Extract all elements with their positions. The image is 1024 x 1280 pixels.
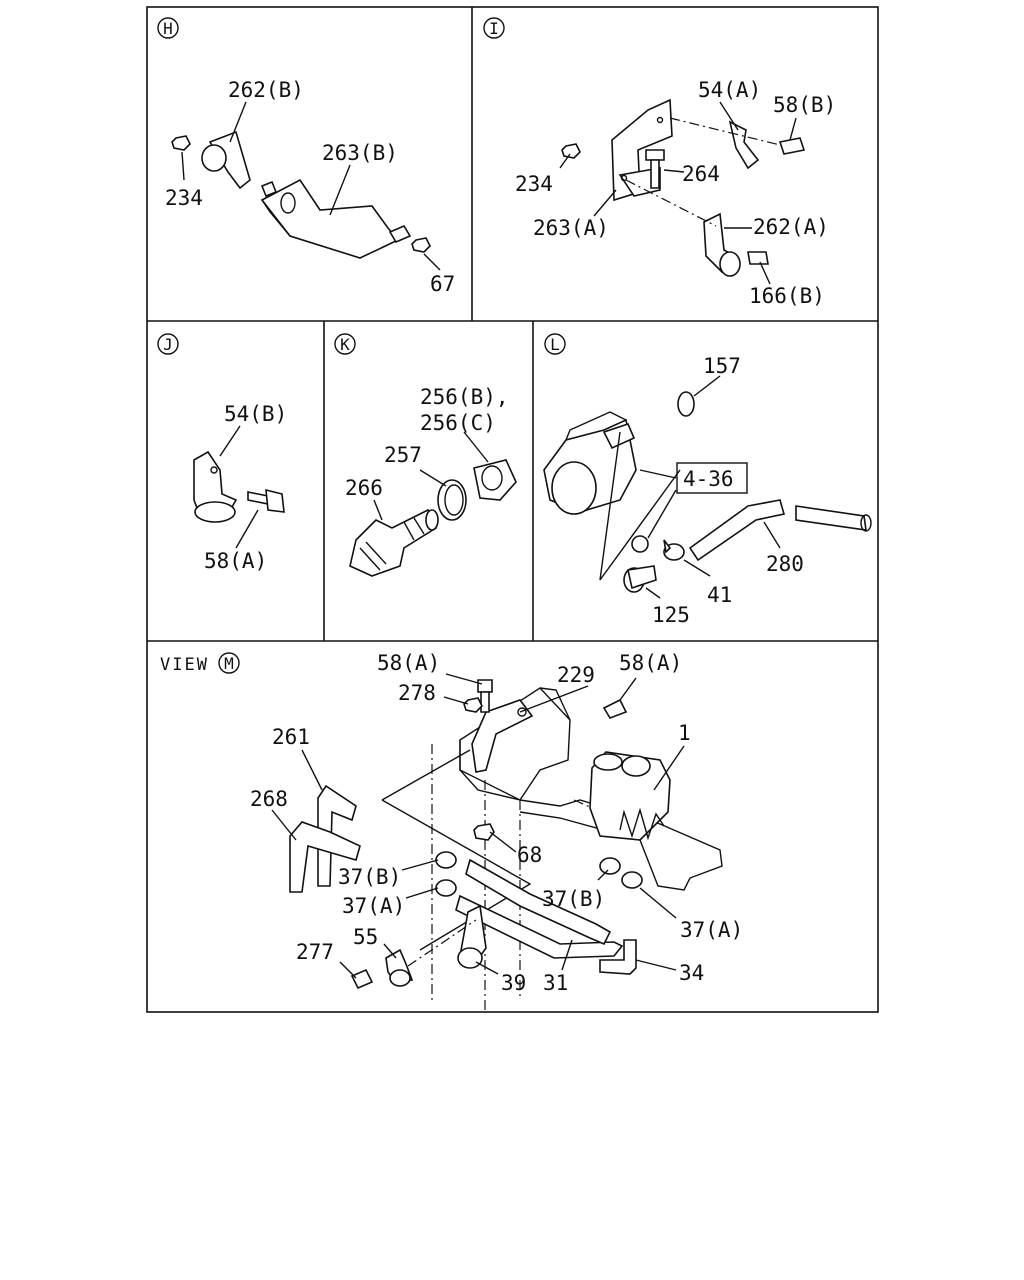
label-261: 261	[272, 725, 310, 749]
panel-m-marker-text: M	[224, 654, 234, 673]
panel-h-marker-text: H	[163, 19, 173, 38]
panel-h: H 262(B) 263(B) 234 67	[157, 17, 455, 296]
bracket-263a	[611, 98, 673, 202]
clamp-37a-left	[435, 879, 457, 897]
bolt-58a-j	[247, 488, 285, 513]
nozzle-part	[631, 535, 649, 553]
panel-j-marker: J	[157, 333, 179, 355]
label-39: 39	[501, 971, 526, 995]
label-58a-m1: 58(A)	[377, 651, 440, 675]
clamp-41	[663, 539, 685, 561]
label-31: 31	[543, 971, 568, 995]
nut-234-h	[171, 135, 191, 151]
label-268: 268	[250, 787, 288, 811]
panel-l-marker: L	[544, 333, 566, 355]
label-58a-j: 58(A)	[204, 549, 267, 573]
clamp-54b	[193, 450, 238, 523]
panel-l: L	[543, 333, 872, 627]
panel-j: J 54(B) 58(A)	[157, 333, 287, 573]
bolt-264	[645, 149, 665, 189]
clamp-37b-right	[599, 857, 621, 875]
label-157: 157	[703, 354, 741, 378]
bolt-277	[350, 968, 374, 990]
label-37b-left: 37(B)	[338, 865, 401, 889]
label-263b: 263(B)	[322, 141, 398, 165]
pipe-34	[465, 858, 637, 975]
label-67: 67	[430, 272, 455, 296]
nut-68	[473, 823, 495, 841]
clamp-37b-left	[435, 851, 457, 869]
label-68: 68	[517, 843, 542, 867]
label-34: 34	[679, 961, 704, 985]
nut-256	[473, 459, 517, 501]
label-37b-right: 37(B)	[542, 887, 605, 911]
hose-280	[688, 499, 872, 562]
label-41: 41	[707, 583, 732, 607]
bolt-58b	[778, 137, 806, 155]
fitting-125	[623, 565, 657, 593]
bolt-166b	[747, 251, 769, 265]
fitting-266	[349, 508, 439, 577]
panel-view-m: VIEW M	[160, 651, 743, 1010]
nut-234-i	[561, 143, 581, 159]
panel-i-marker-text: I	[489, 19, 499, 38]
panel-k: K 256(B), 256(C) 257 266	[334, 333, 517, 577]
label-278: 278	[398, 681, 436, 705]
label-257: 257	[384, 443, 422, 467]
clamp-262a	[703, 212, 741, 277]
pipe-261	[317, 784, 357, 887]
snap-ring-257	[437, 479, 467, 521]
label-234-h: 234	[165, 186, 203, 210]
bolt-58a-m2	[602, 698, 628, 719]
label-264: 264	[682, 162, 720, 186]
clip-55	[385, 948, 414, 987]
panel-i-marker: I	[483, 17, 505, 39]
panel-l-marker-text: L	[550, 335, 560, 354]
label-55: 55	[353, 925, 378, 949]
clamp-37a-right	[621, 871, 643, 889]
label-229: 229	[557, 663, 595, 687]
label-234-i: 234	[515, 172, 553, 196]
nut-278	[463, 697, 483, 713]
panel-i: I	[483, 17, 836, 308]
bracket-229	[471, 699, 534, 773]
clamp-54a	[728, 120, 760, 170]
panel-j-marker-text: J	[163, 335, 173, 354]
panel-h-marker: H	[157, 17, 179, 39]
label-256c: 256(C)	[420, 411, 496, 435]
label-125: 125	[652, 603, 690, 627]
label-1: 1	[678, 721, 691, 745]
label-37a-left: 37(A)	[342, 894, 405, 918]
panel-m-marker: M	[218, 652, 240, 674]
clamp-39	[457, 904, 487, 969]
label-4-36: 4-36	[683, 467, 734, 491]
label-263a: 263(A)	[533, 216, 609, 240]
label-58b: 58(B)	[773, 93, 836, 117]
o-ring-157	[677, 391, 695, 417]
label-54b: 54(B)	[224, 402, 287, 426]
label-266: 266	[345, 476, 383, 500]
label-262b: 262(B)	[228, 78, 304, 102]
view-word: VIEW	[160, 655, 209, 675]
bracket-263b	[260, 178, 412, 259]
label-37a-right: 37(A)	[680, 918, 743, 942]
label-166b: 166(B)	[749, 284, 825, 308]
label-256b: 256(B),	[420, 385, 509, 409]
clamp-262b	[201, 130, 278, 198]
label-262a: 262(A)	[753, 215, 829, 239]
ref-box-4-36: 4-36	[676, 462, 748, 494]
reservoir-tank-1	[589, 751, 671, 841]
label-280: 280	[766, 552, 804, 576]
reservoir-assembly	[543, 411, 637, 515]
panel-k-marker-text: K	[340, 335, 350, 354]
label-58a-m2: 58(A)	[619, 651, 682, 675]
panel-k-marker: K	[334, 333, 356, 355]
diagram-frame	[146, 6, 879, 1013]
pipe-268	[289, 821, 361, 893]
label-277: 277	[296, 940, 334, 964]
nut-67	[411, 237, 431, 253]
label-54a: 54(A)	[698, 78, 761, 102]
